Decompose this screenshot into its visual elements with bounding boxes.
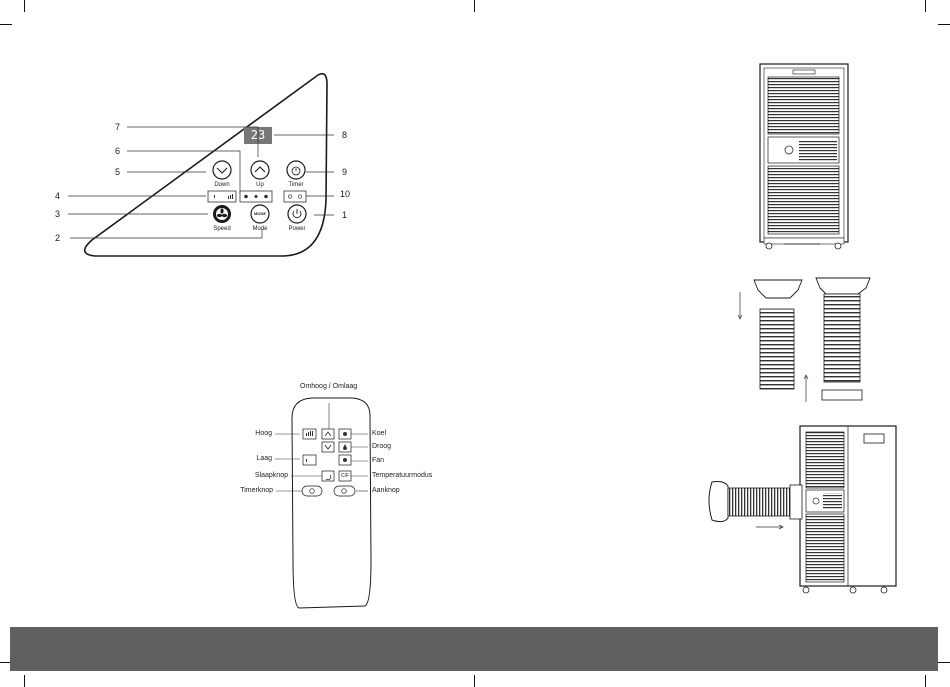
footer-bar xyxy=(10,627,938,671)
